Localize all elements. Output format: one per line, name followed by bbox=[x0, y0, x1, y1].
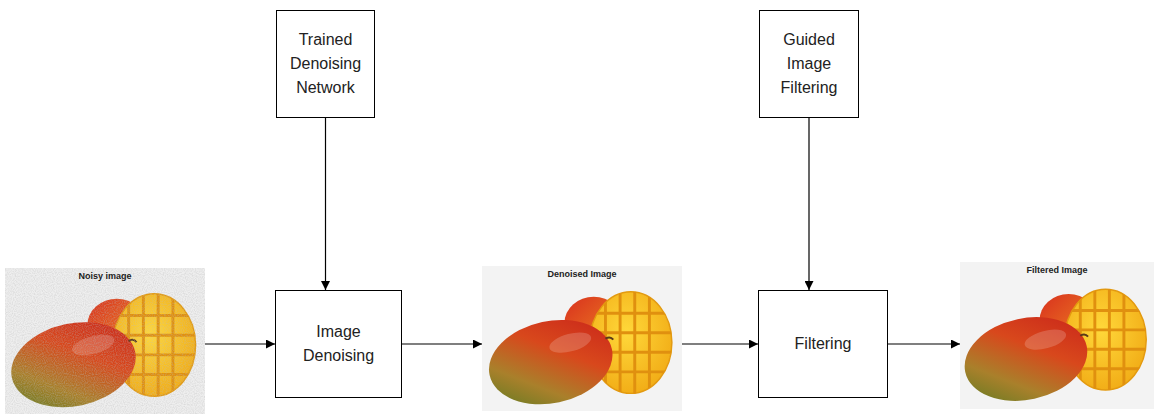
image-panel: Denoised Image bbox=[482, 266, 682, 411]
image-panel: Filtered Image bbox=[960, 262, 1154, 409]
noise-overlay bbox=[5, 268, 205, 414]
arrow-connector bbox=[402, 343, 482, 344]
mango-picture bbox=[481, 282, 680, 415]
process-box: Filtering bbox=[758, 290, 888, 398]
image-panel: Noisy image bbox=[5, 268, 205, 414]
image-title: Filtered Image bbox=[960, 265, 1154, 276]
arrow-connector bbox=[325, 118, 326, 290]
box-label: Filtering bbox=[795, 332, 852, 356]
arrow-connector bbox=[888, 343, 960, 344]
box-label: Guided Image Filtering bbox=[766, 28, 852, 100]
box-label: Trained Denoising Network bbox=[283, 28, 368, 100]
mango-picture bbox=[957, 279, 1154, 411]
image-title: Noisy image bbox=[5, 271, 205, 282]
process-box: Trained Denoising Network bbox=[276, 10, 375, 118]
process-box: Guided Image Filtering bbox=[759, 10, 859, 118]
box-label: Image Denoising bbox=[282, 320, 395, 368]
process-box: Image Denoising bbox=[275, 290, 402, 398]
image-ground bbox=[5, 268, 205, 414]
arrow-connector bbox=[205, 343, 275, 344]
arrow-connector bbox=[808, 118, 809, 290]
arrow-connector bbox=[682, 343, 758, 344]
image-title: Denoised Image bbox=[482, 269, 682, 280]
